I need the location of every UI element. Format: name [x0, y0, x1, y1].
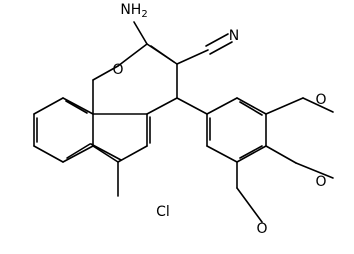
bond-c10a-c10 [62, 97, 94, 115]
bond-oc-mc [236, 187, 263, 223]
double-bond-inner-line [65, 100, 88, 114]
bond-oa-ma [302, 97, 334, 113]
bond-c4-a1 [176, 97, 208, 115]
double-bond-inner-line [66, 143, 91, 159]
bond-c3-cn [176, 49, 209, 65]
double-bond-inner-line [150, 45, 175, 63]
bond-c6-c6a [92, 145, 119, 163]
bond-c8-c7 [33, 145, 64, 163]
bond-c7-c6a [62, 145, 94, 163]
triple-bond-line [209, 41, 233, 55]
bond-c10-c9 [33, 97, 64, 115]
bond-nh2-c2 [133, 21, 148, 45]
bond-a1-a2 [206, 97, 238, 115]
bond-ob-mb [295, 162, 334, 179]
bond-a2-a3 [236, 97, 267, 115]
bonds [33, 21, 334, 223]
chloro-label: Cl [156, 204, 170, 220]
methoxy-oxygen-top-label: O [315, 92, 326, 108]
double-bond-inner-line [239, 101, 263, 116]
amino-label: NH2 [120, 2, 147, 20]
bond-a5-a6 [206, 145, 238, 163]
double-bond-inner-line [90, 143, 122, 161]
atom-labels: NH2 O N Cl O O O [112, 2, 326, 237]
bond-c4-c4a [146, 97, 178, 115]
bond-c10b-o1 [92, 65, 119, 81]
double-bond-inner-line [239, 145, 263, 159]
methoxy-oxygen-bottom-label: O [256, 221, 267, 237]
nitrile-nitrogen-label: N [229, 28, 239, 44]
bond-a4-a5 [236, 145, 267, 163]
ring-oxygen-label: O [112, 62, 123, 78]
bond-c5-c6 [117, 145, 148, 163]
triple-bond-line [205, 33, 229, 47]
bond-o1-c2 [117, 43, 148, 67]
bond-a3-oa [265, 97, 304, 115]
methoxy-oxygen-middle-label: O [315, 174, 326, 190]
bond-a4-ob [265, 145, 297, 164]
